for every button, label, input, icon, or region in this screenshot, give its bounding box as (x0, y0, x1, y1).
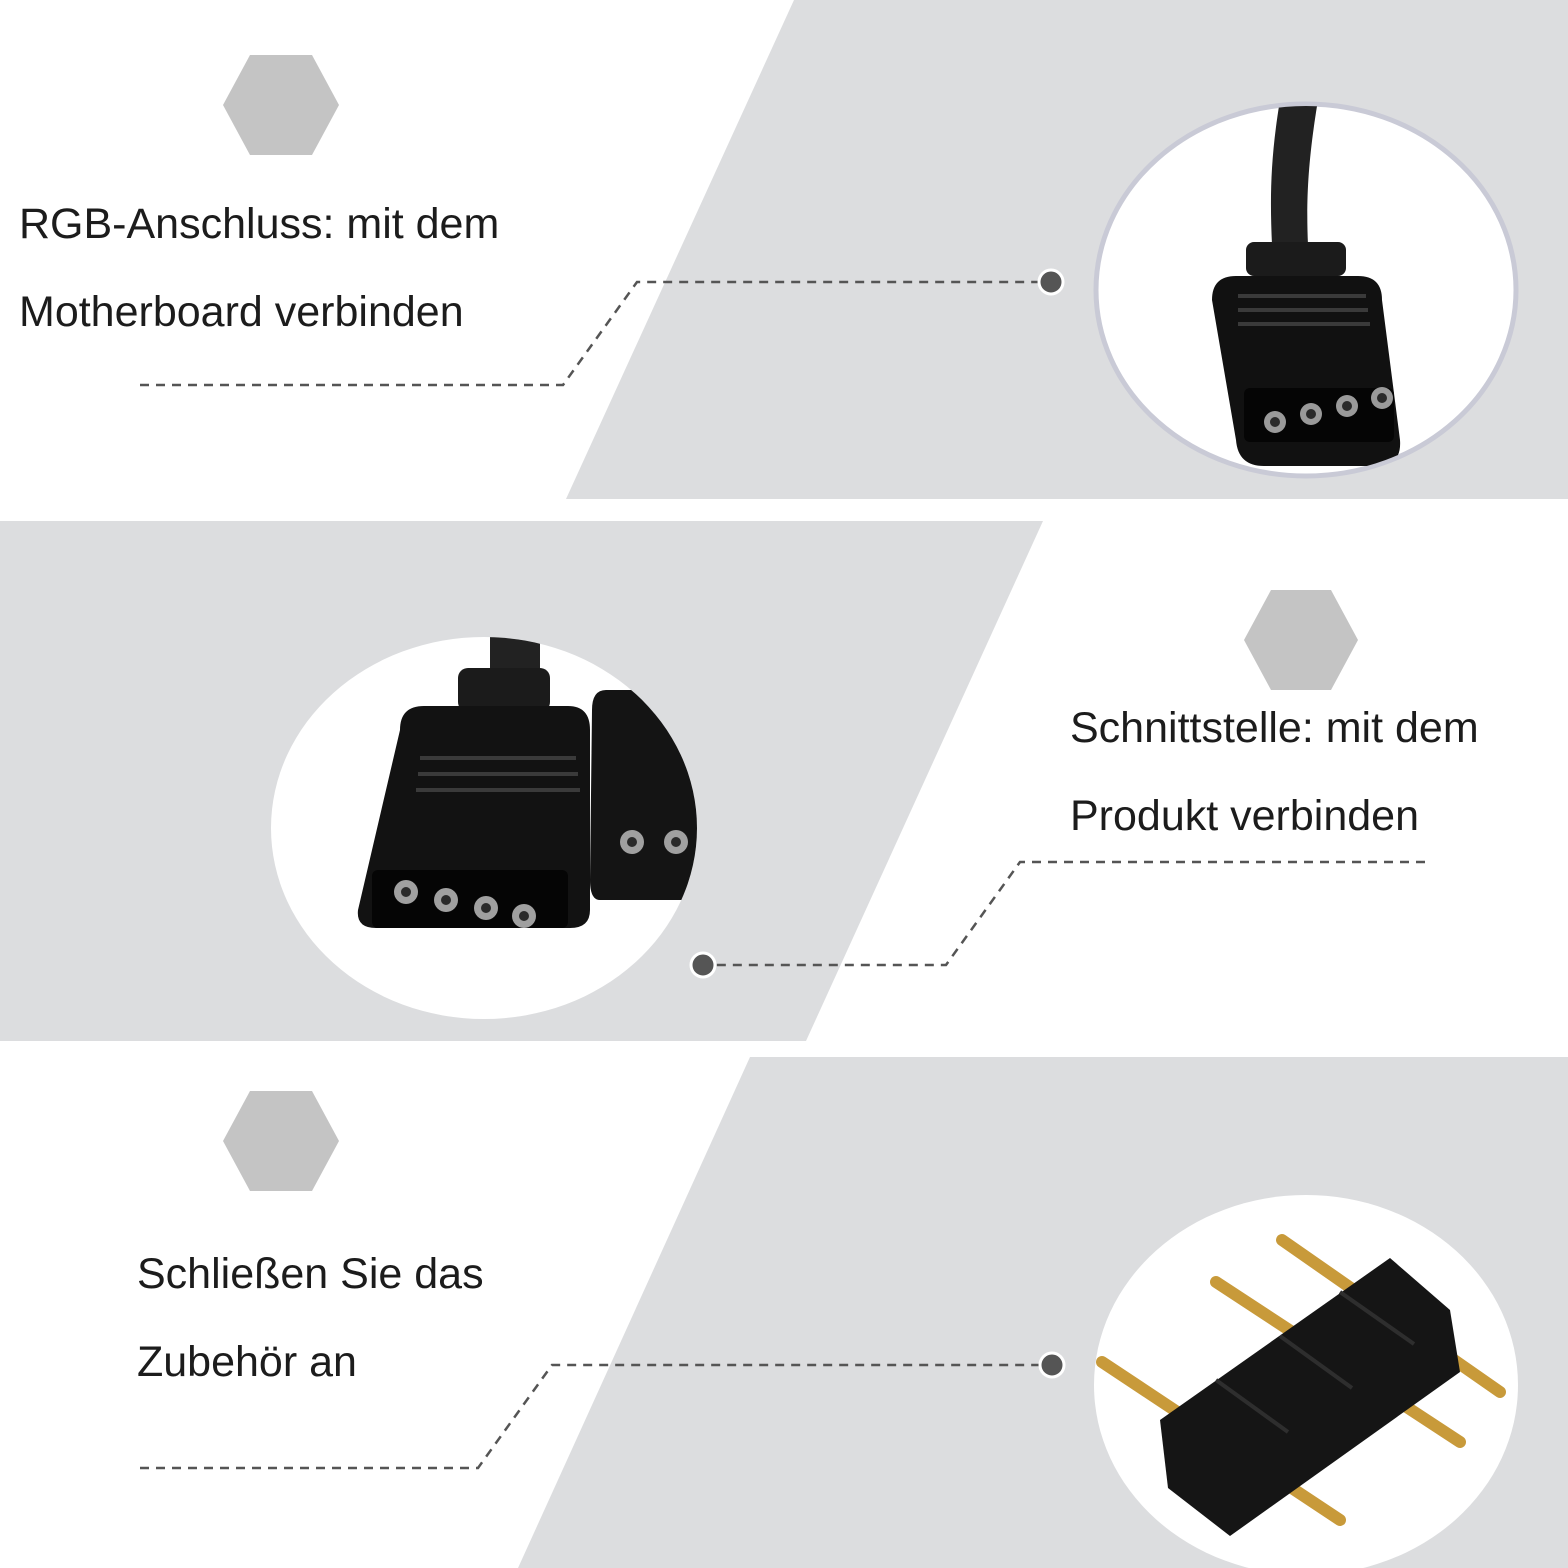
label-line: Zubehör an (137, 1338, 357, 1386)
hexagon-icon (223, 1091, 339, 1191)
hexagon-icon (1244, 590, 1358, 690)
interface-label: Schnittstelle: mit dem Produkt verbinden (1070, 684, 1479, 860)
callout-dot (1037, 268, 1065, 296)
cable (1270, 106, 1318, 245)
label-line: Schließen Sie das (137, 1250, 484, 1298)
callout-interface (715, 860, 1425, 967)
callout-rgb (140, 280, 1040, 387)
label-line: Produkt verbinden (1070, 792, 1419, 840)
adapter-body (1160, 1258, 1460, 1536)
accessory-label: Schließen Sie das Zubehör an (137, 1230, 484, 1406)
callout-dot (689, 951, 717, 979)
callout-dot (1038, 1351, 1066, 1379)
label-line: Schnittstelle: mit dem (1070, 704, 1479, 752)
label-line: Motherboard verbinden (19, 288, 464, 336)
rgb-connector-label: RGB-Anschluss: mit dem Motherboard verbi… (19, 180, 499, 356)
callout-accessory (140, 1363, 1040, 1470)
rgb-connector-photo (1093, 101, 1519, 479)
label-line: RGB-Anschluss: mit dem (19, 200, 500, 248)
hexagon-icon (223, 55, 339, 155)
cable-strain-relief (1246, 242, 1346, 276)
twin-connectors-photo (271, 637, 697, 1019)
male-adapter-photo (1094, 1195, 1518, 1568)
